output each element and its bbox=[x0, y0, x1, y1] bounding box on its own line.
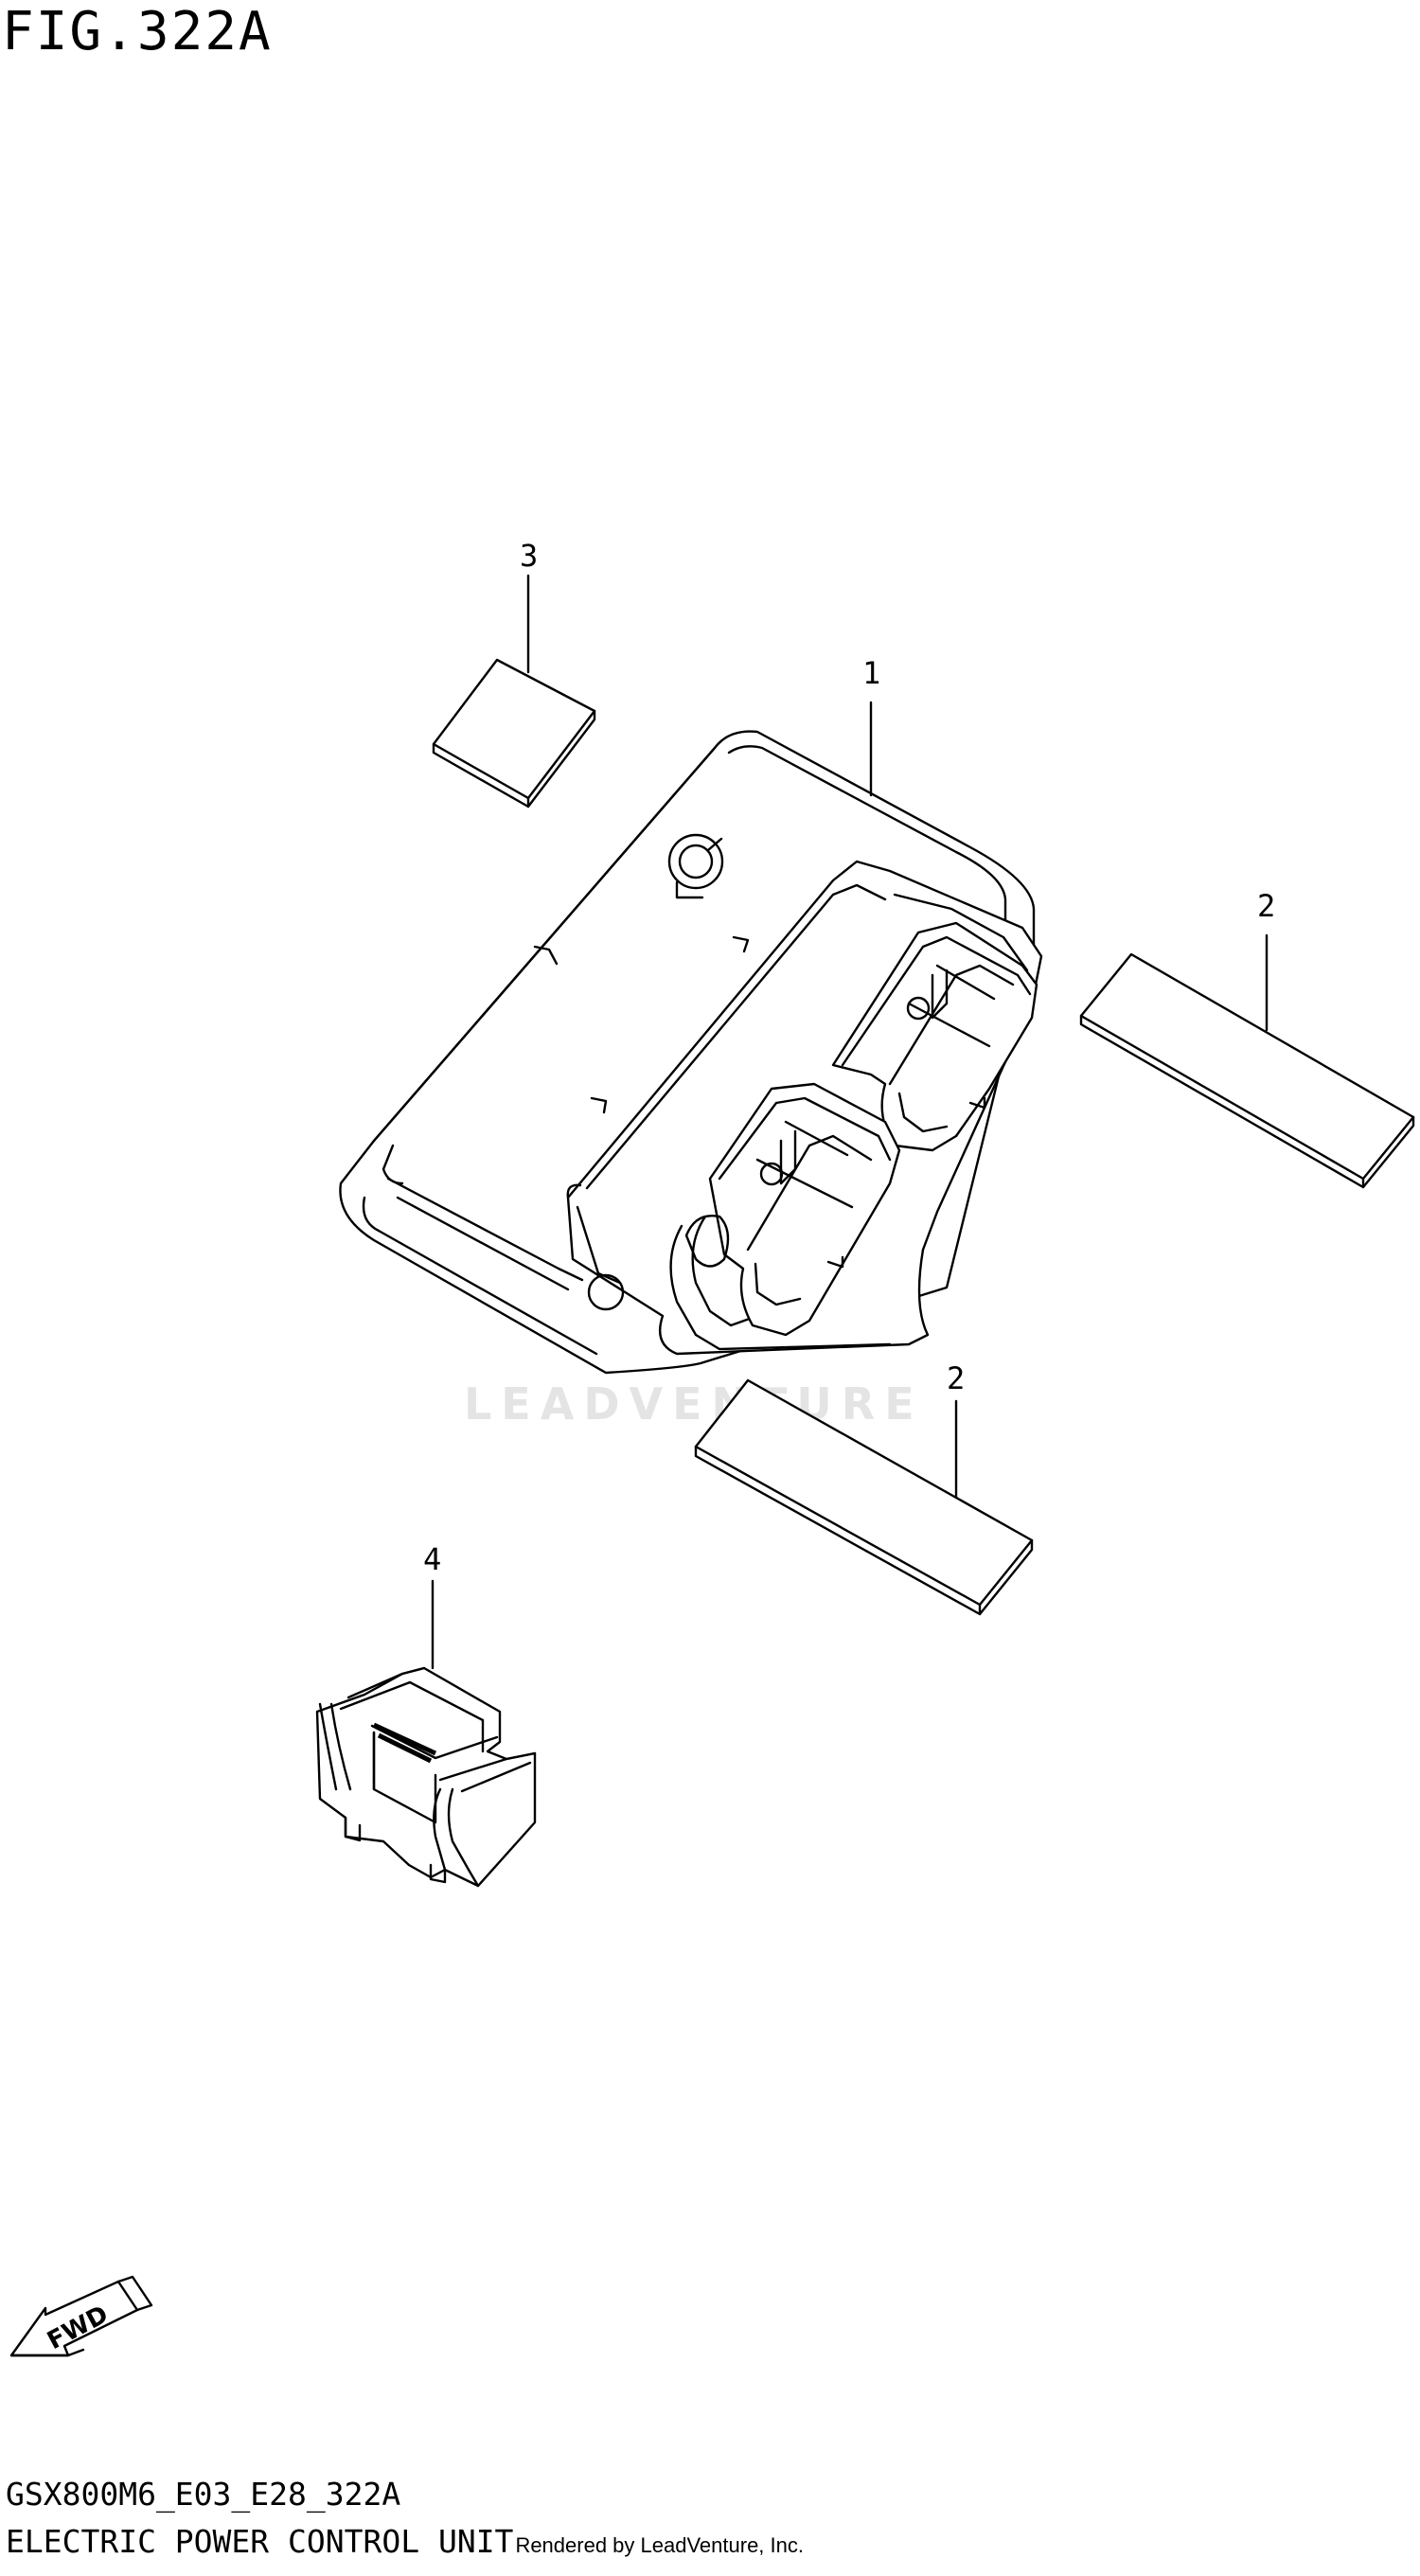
callout-2-lower[interactable]: 2 bbox=[947, 1360, 965, 1396]
diagram-title: ELECTRIC POWER CONTROL UNIT bbox=[6, 2523, 514, 2560]
part-small-pad[interactable] bbox=[432, 658, 596, 808]
callout-1[interactable]: 1 bbox=[862, 655, 880, 691]
part-pad-upper[interactable] bbox=[1079, 952, 1415, 1189]
model-code: GSX800M6_E03_E28_322A bbox=[6, 2476, 401, 2513]
part-relay[interactable] bbox=[315, 1666, 537, 1888]
part-pad-lower[interactable] bbox=[694, 1378, 1034, 1616]
fwd-arrow-icon: FWD bbox=[9, 2275, 153, 2357]
watermark: LEADVENTURE bbox=[464, 1378, 924, 1430]
callout-2-upper[interactable]: 2 bbox=[1257, 888, 1275, 924]
diagram-title-row: ELECTRIC POWER CONTROL UNITRendered by L… bbox=[6, 2526, 804, 2557]
ecu-connector-lower[interactable] bbox=[684, 1082, 901, 1337]
callout-4[interactable]: 4 bbox=[423, 1541, 441, 1577]
rendered-by-credit: Rendered by LeadVenture, Inc. bbox=[515, 2533, 804, 2557]
ecu-connector-upper[interactable] bbox=[831, 921, 1038, 1152]
callout-3[interactable]: 3 bbox=[520, 538, 538, 574]
figure-title: FIG.322A bbox=[2, 1, 273, 62]
